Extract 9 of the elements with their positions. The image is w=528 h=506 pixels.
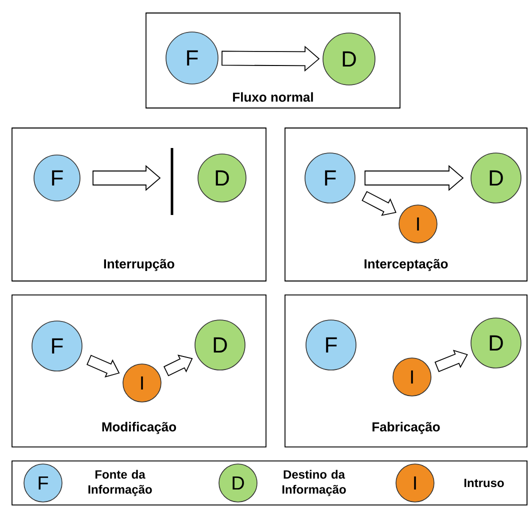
legend-text: Fonte da Informação bbox=[88, 470, 152, 496]
legend-text: Intruso bbox=[464, 478, 504, 488]
legend-text: Destino da Informação bbox=[282, 470, 346, 496]
block-arrow bbox=[364, 165, 464, 191]
block-arrow bbox=[222, 46, 320, 72]
block-arrow bbox=[86, 354, 120, 378]
block-arrow bbox=[92, 165, 161, 191]
legend-box bbox=[12, 460, 528, 506]
block-arrow bbox=[362, 191, 396, 216]
